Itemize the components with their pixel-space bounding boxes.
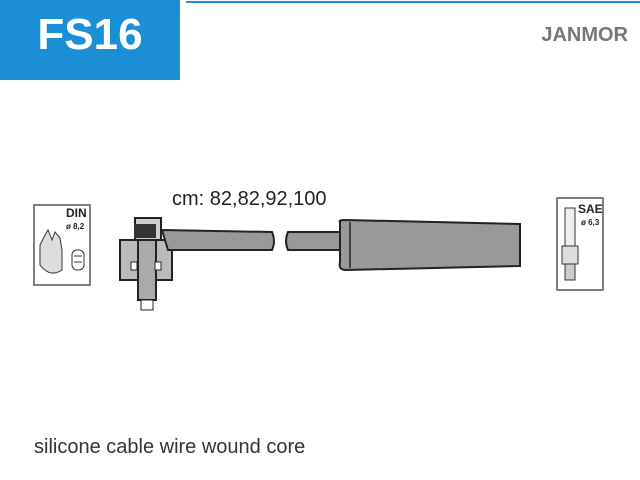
din-label: DIN (66, 206, 87, 220)
cable-segment-right (285, 231, 343, 251)
brand-name: JANMOR (541, 24, 628, 46)
sae-label: SAE (578, 202, 603, 216)
cable-segment-left (160, 228, 275, 251)
sae-diameter: ø 6,3 (581, 218, 600, 227)
header-rule (186, 1, 640, 3)
sae-spark-plug-icon (556, 197, 604, 291)
din-diameter: ø 8,2 (66, 222, 85, 231)
cable-lengths: cm: 82,82,92,100 (172, 188, 327, 210)
product-code: FS16 (37, 10, 143, 59)
din-distributor-icon (33, 204, 91, 286)
product-code-box (0, 0, 180, 80)
spark-plug-boot (338, 218, 521, 272)
product-description: silicone cable wire wound core (34, 436, 306, 458)
distributor-boot (119, 217, 173, 311)
